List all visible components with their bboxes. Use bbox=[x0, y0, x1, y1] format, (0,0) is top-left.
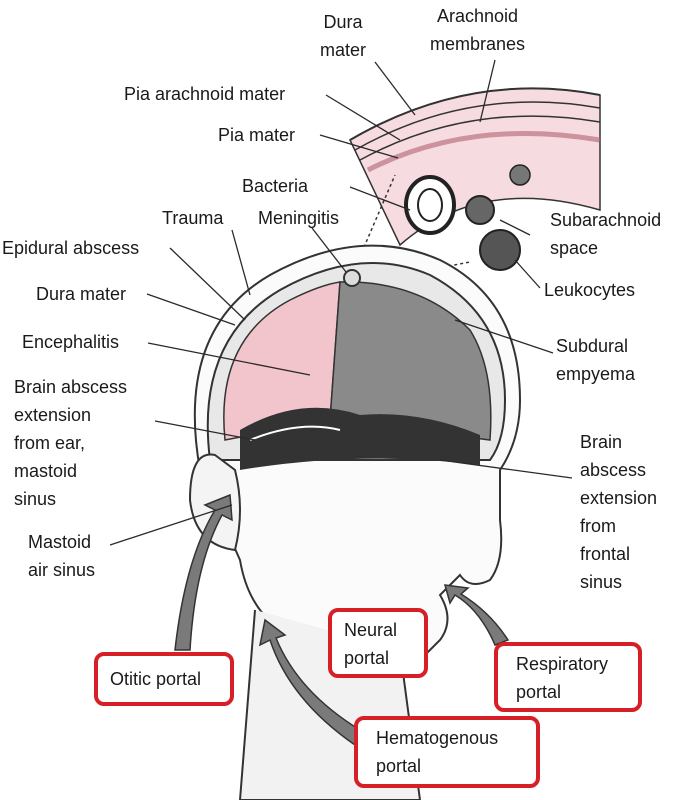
neural-portal-box: Neural portal bbox=[328, 608, 428, 678]
label-arachnoid-membranes: Arachnoid membranes bbox=[430, 6, 526, 54]
meninges-inset bbox=[349, 87, 601, 271]
label-brain-abscess-frontal: Brain abscess extension from frontal sin… bbox=[580, 432, 658, 592]
label-encephalitis: Encephalitis bbox=[22, 332, 120, 352]
head-outline bbox=[188, 244, 522, 800]
label-bacteria: Bacteria bbox=[242, 176, 309, 196]
respiratory-arrow bbox=[443, 584, 510, 646]
label-leukocytes: Leukocytes bbox=[544, 280, 636, 300]
label-dura-mater-top: Dura mater bbox=[320, 12, 367, 60]
label-subarachnoid-space: Subarachnoid space bbox=[550, 210, 662, 258]
label-subdural-empyema: Subdural empyema bbox=[556, 336, 636, 384]
respiratory-portal-box: Respiratory portal bbox=[494, 642, 642, 712]
brain-left-pink bbox=[223, 281, 341, 441]
hematogenous-arrow bbox=[258, 618, 361, 747]
brain-right-gray bbox=[329, 281, 492, 441]
otitic-portal-box: Otitic portal bbox=[94, 652, 234, 706]
label-mastoid-air-sinus: Mastoid air sinus bbox=[28, 532, 96, 580]
portal-arrows bbox=[174, 493, 510, 747]
leader-lines bbox=[109, 59, 573, 546]
otitic-arrow bbox=[174, 493, 233, 651]
leukocyte-icon bbox=[479, 229, 521, 271]
label-pia-arachnoid-mater: Pia arachnoid mater bbox=[124, 84, 286, 104]
label-brain-abscess-ear: Brain abscess extension from ear, mastoi… bbox=[14, 377, 128, 509]
label-pia-mater: Pia mater bbox=[218, 125, 296, 145]
label-trauma: Trauma bbox=[162, 208, 224, 228]
label-meningitis: Meningitis bbox=[258, 208, 340, 228]
hematogenous-portal-box: Hematogenous portal bbox=[354, 716, 540, 788]
label-epidural-abscess: Epidural abscess bbox=[2, 238, 140, 258]
label-dura-mater-left: Dura mater bbox=[36, 284, 127, 304]
